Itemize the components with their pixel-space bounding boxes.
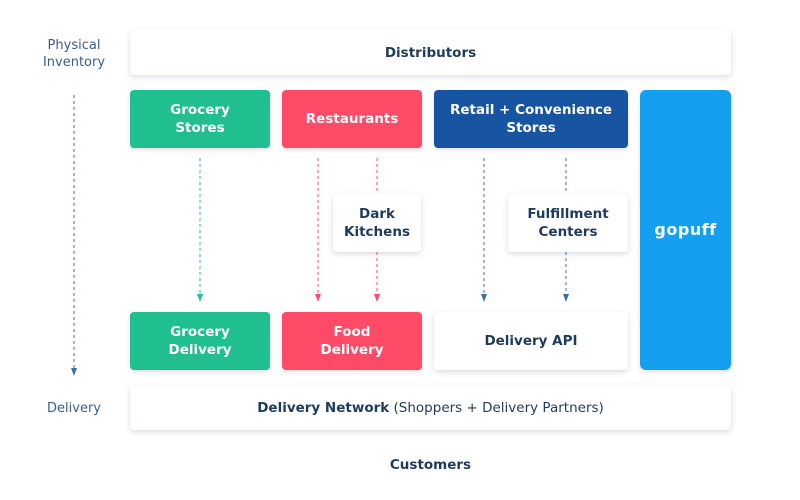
delivery-network-box: Delivery Network (Shoppers + Delivery Pa… bbox=[130, 385, 731, 430]
dark-kitchens-label: Dark Kitchens bbox=[344, 206, 410, 240]
food-delivery-label: Food Delivery bbox=[320, 324, 384, 358]
distributors-box: Distributors bbox=[130, 30, 731, 75]
retail-convenience-box: Retail + Convenience Stores bbox=[434, 90, 628, 148]
delivery-network-subtitle: (Shoppers + Delivery Partners) bbox=[389, 399, 604, 416]
fulfillment-centers-box: Fulfillment Centers bbox=[508, 194, 628, 252]
distributors-label: Distributors bbox=[384, 44, 477, 61]
customers-label: Customers bbox=[130, 452, 731, 478]
dark-kitchens-box: Dark Kitchens bbox=[333, 194, 421, 252]
retail-convenience-label: Retail + Convenience Stores bbox=[450, 102, 612, 136]
delivery-api-label: Delivery API bbox=[484, 333, 578, 349]
delivery-label: Delivery bbox=[47, 401, 101, 416]
grocery-stores-box: Grocery Stores bbox=[130, 90, 270, 148]
grocery-delivery-box: Grocery Delivery bbox=[130, 312, 270, 370]
gopuff-logo: gopuff bbox=[654, 220, 717, 239]
grocery-delivery-label: Grocery Delivery bbox=[168, 324, 232, 358]
customers-text: Customers bbox=[389, 457, 472, 473]
grocery-stores-label: Grocery Stores bbox=[170, 102, 230, 136]
fulfillment-centers-label: Fulfillment Centers bbox=[527, 206, 609, 240]
restaurants-label: Restaurants bbox=[305, 111, 399, 127]
delivery-network-title: Delivery Network bbox=[257, 399, 390, 416]
food-delivery-box: Food Delivery bbox=[282, 312, 422, 370]
delivery-api-box: Delivery API bbox=[434, 312, 628, 370]
gopuff-box: gopuff bbox=[640, 90, 731, 370]
physical-inventory-label: Physical Inventory bbox=[42, 38, 106, 70]
restaurants-box: Restaurants bbox=[282, 90, 422, 148]
